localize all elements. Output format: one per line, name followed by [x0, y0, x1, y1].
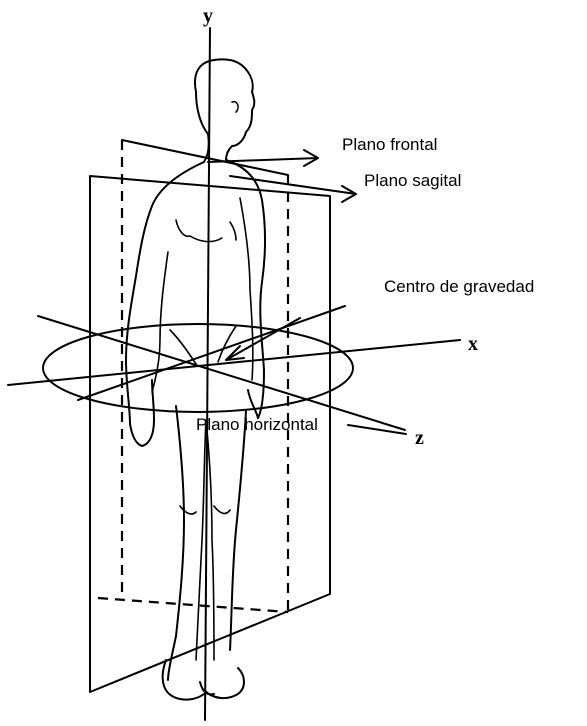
frontal-pointer — [208, 150, 318, 166]
z-axis — [38, 316, 405, 430]
human-figure — [126, 59, 300, 699]
horizontal-pointer — [348, 425, 406, 434]
sagittal-plane — [90, 176, 330, 692]
y-axis-label: y — [203, 5, 213, 27]
x-axis — [8, 340, 460, 385]
center-of-gravity-label: Centro de gravedad — [384, 277, 534, 296]
frontal-plane-label: Plano frontal — [342, 135, 437, 154]
z-axis-label: z — [415, 427, 424, 449]
sagittal-plane-label: Plano sagital — [364, 171, 461, 190]
horizontal-plane-label: Plano horizontal — [196, 415, 318, 434]
x-axis-label: x — [468, 333, 478, 355]
diagonal-axis — [78, 306, 345, 400]
